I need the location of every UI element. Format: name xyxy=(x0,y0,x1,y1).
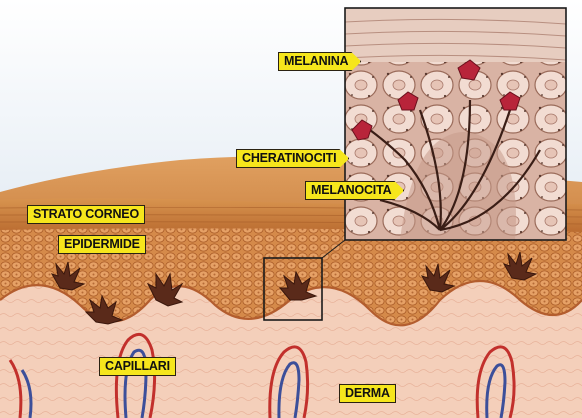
label-cheratinociti: CHERATINOCITI xyxy=(236,149,349,168)
label-epidermide: EPIDERMIDE xyxy=(58,235,146,254)
label-derma: DERMA xyxy=(339,384,396,403)
label-strato-corneo: STRATO CORNEO xyxy=(27,205,145,224)
label-capillari: CAPILLARI xyxy=(99,357,176,376)
magnified-inset xyxy=(345,8,566,240)
label-melanina: MELANINA xyxy=(278,52,361,71)
label-melanocita: MELANOCITA xyxy=(305,181,404,200)
